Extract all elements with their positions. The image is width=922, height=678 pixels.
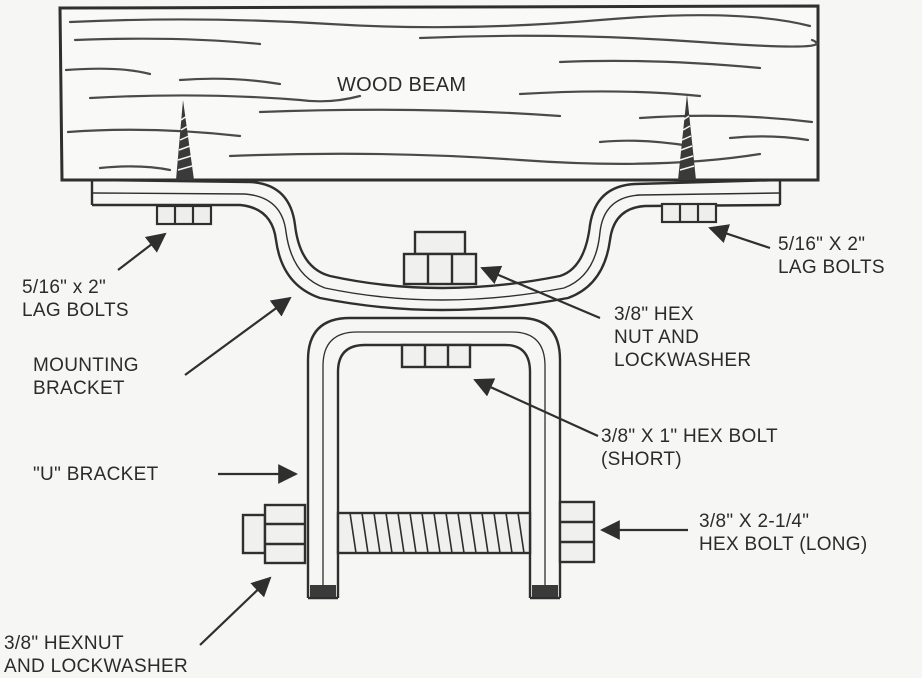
- leader-arrows: [117, 224, 771, 646]
- arrow-short-bolt: [473, 378, 599, 438]
- label-wood-beam: WOOD BEAM: [337, 74, 467, 96]
- mounting-bracket: [90, 178, 782, 312]
- label-mounting-bracket: MOUNTING BRACKET: [33, 355, 139, 399]
- arrow-lag-bolt-left: [117, 232, 167, 271]
- arrow-hex-nut: [480, 265, 601, 320]
- arrow-bottom-nut: [199, 576, 272, 646]
- label-hexnut-lockwasher-bottom: 3/8" HEXNUT AND LOCKWASHER: [4, 633, 189, 677]
- lag-bolt-right: [678, 94, 696, 180]
- label-lag-bolts-right: 5/16" X 2" LAG BOLTS: [778, 234, 885, 278]
- short-hex-bolt-head: [400, 343, 472, 369]
- lag-bolt-head-left: [155, 204, 213, 226]
- label-hex-bolt-long: 3/8" X 2-1/4" HEX BOLT (LONG): [699, 511, 868, 555]
- lag-bolt-head-right: [660, 202, 718, 224]
- label-hex-nut-lockwasher: 3/8" HEX NUT AND LOCKWASHER: [614, 304, 752, 371]
- lag-bolt-left: [176, 100, 194, 180]
- arrow-mounting-bracket: [184, 296, 292, 376]
- top-hex-nut: [402, 230, 478, 286]
- label-lag-bolts-left: 5/16" x 2" LAG BOLTS: [22, 277, 129, 321]
- arrow-lag-bolt-right: [708, 224, 771, 250]
- label-hex-bolt-short: 3/8" X 1" HEX BOLT (SHORT): [601, 426, 778, 470]
- label-u-bracket: "U" BRACKET: [33, 464, 159, 485]
- long-hex-bolt: [336, 500, 596, 564]
- u-bracket: [306, 316, 562, 600]
- bottom-hex-nut: [241, 503, 307, 565]
